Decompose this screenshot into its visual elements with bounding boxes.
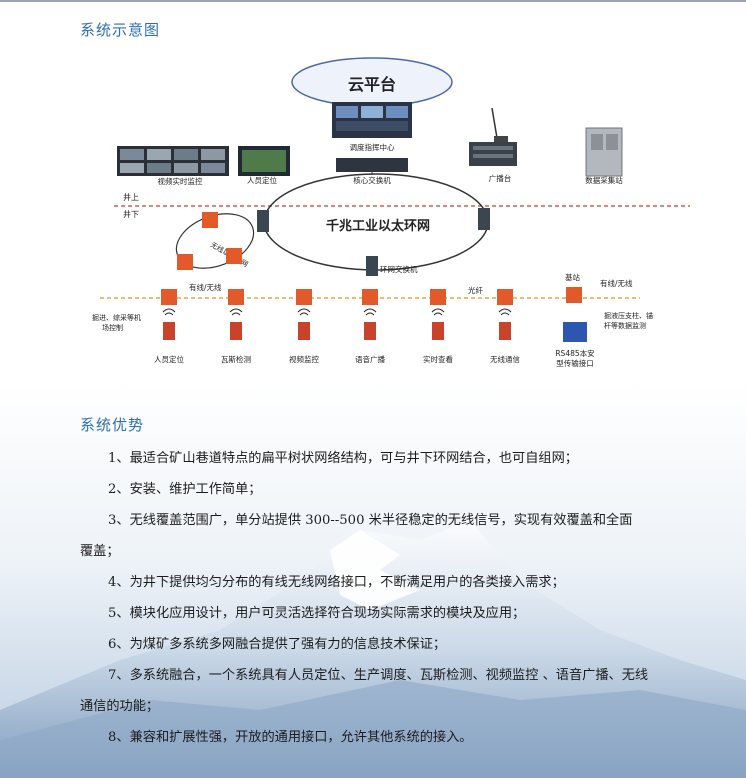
terminal-device bbox=[298, 322, 310, 340]
terminal-label: 人员定位 bbox=[154, 354, 184, 364]
left-note-line2: 场控制 bbox=[102, 323, 123, 332]
advantage-item-3: 3、无线覆盖范围广，单分站提供 300--500 米半径稳定的无线信号，实现有效… bbox=[108, 513, 633, 528]
wifi-icon bbox=[229, 308, 243, 316]
wifi-icon bbox=[431, 308, 445, 316]
advantage-item-7: 7、多系统融合，一个系统具有人员定位、生产调度、瓦斯检测、视频监控 、语音广播、… bbox=[108, 668, 649, 683]
terminal-row bbox=[162, 308, 587, 342]
terminal-label: 实时查看 bbox=[423, 354, 453, 364]
wifi-icon bbox=[498, 308, 512, 316]
terminal-label: 视频监控 bbox=[289, 354, 319, 364]
substation-device bbox=[362, 289, 378, 305]
left-note-line1: 掘进、综采等机 bbox=[92, 313, 141, 322]
rs485-interface-device bbox=[563, 322, 587, 342]
subring-device-right bbox=[226, 248, 242, 264]
advantage-item-5: 5、模块化应用设计，用户可灵活选择符合现场实际需求的模块及应用； bbox=[108, 606, 526, 621]
dispatch-center-screens bbox=[332, 102, 412, 138]
substation-device bbox=[497, 289, 513, 305]
personnel-location-screen bbox=[238, 146, 290, 176]
terminal-device bbox=[364, 322, 376, 340]
ring-switch-label: 环网交换机 bbox=[380, 264, 418, 274]
substation-device bbox=[161, 289, 177, 305]
substation-row bbox=[161, 287, 582, 305]
base-station-device bbox=[566, 287, 582, 303]
terminal-label: 语音广播 bbox=[355, 354, 385, 364]
advantage-item-4: 4、为井下提供均匀分布的有线无线网络接口，不断满足用户的各类接入需求； bbox=[108, 575, 565, 590]
terminal-device bbox=[499, 322, 511, 340]
subring-device-top bbox=[202, 212, 218, 228]
underground-label: 井下 bbox=[123, 209, 139, 219]
base-station-label: 基站 bbox=[565, 272, 580, 282]
terminal-device bbox=[230, 322, 242, 340]
ring-network-label: 千兆工业以太环网 bbox=[326, 218, 430, 234]
above-ground-label: 井上 bbox=[123, 192, 139, 202]
data-station-label: 数据采集站 bbox=[585, 175, 623, 185]
section-title-advantages: 系统优势 bbox=[80, 416, 145, 434]
system-diagram: 云平台 调度指挥中心 核心交换机 视频实时监控 人员定位 广播台 bbox=[92, 57, 690, 368]
wifi-icon bbox=[363, 308, 377, 316]
broadcast-label: 广播台 bbox=[489, 173, 512, 183]
ring-switch-right bbox=[478, 208, 490, 230]
rs485-label-line1: RS485本安 bbox=[555, 348, 595, 358]
core-switch-label: 核心交换机 bbox=[353, 175, 391, 185]
advantage-item-7-cont: 通信的功能； bbox=[80, 699, 160, 714]
ring-switch-left bbox=[257, 210, 269, 232]
cloud-platform-label: 云平台 bbox=[348, 75, 396, 94]
right-note-line2: 杆等数据监测 bbox=[604, 321, 646, 330]
ring-switch-bottom bbox=[366, 256, 378, 276]
core-switch-device bbox=[336, 158, 408, 172]
subring-device-left bbox=[177, 254, 193, 270]
substation-device bbox=[296, 289, 312, 305]
advantage-item-1: 1、最适合矿山巷道特点的扁平树状网络结构，可与井下环网结合，也可自组网； bbox=[108, 451, 578, 466]
substation-device bbox=[430, 289, 446, 305]
wired-wireless-right-label: 有线/无线 bbox=[600, 278, 633, 288]
terminal-device bbox=[432, 322, 444, 340]
data-station-cabinet bbox=[585, 127, 623, 177]
personnel-location-label: 人员定位 bbox=[247, 175, 277, 185]
terminal-device bbox=[163, 322, 175, 340]
terminal-label: 无线通信 bbox=[490, 354, 520, 364]
rs485-label-line2: 型传输接口 bbox=[556, 358, 594, 368]
top-border-line bbox=[0, 0, 746, 2]
dispatch-center-label: 调度指挥中心 bbox=[350, 142, 395, 152]
wired-wireless-left-label: 有线/无线 bbox=[189, 282, 222, 292]
snow-mountain-background bbox=[0, 380, 746, 778]
section-title-diagram: 系统示意图 bbox=[80, 21, 161, 39]
video-monitor-label: 视频实时监控 bbox=[158, 176, 203, 186]
advantage-item-8: 8、兼容和扩展性强，开放的通用接口，允许其他系统的接入。 bbox=[108, 730, 473, 745]
fiber-label: 光纤 bbox=[468, 285, 483, 295]
wifi-icon bbox=[162, 308, 176, 316]
terminal-label: 瓦斯检测 bbox=[221, 354, 251, 364]
advantage-item-2: 2、安装、维护工作简单； bbox=[108, 482, 262, 497]
substation-device bbox=[228, 289, 244, 305]
video-monitor-wall bbox=[117, 146, 229, 176]
wifi-icon bbox=[297, 308, 311, 316]
advantage-item-6: 6、为煤矿多系统多网融合提供了强有力的信息技术保证； bbox=[108, 637, 447, 652]
broadcast-station bbox=[469, 107, 517, 166]
advantage-item-3-cont: 覆盖； bbox=[80, 544, 120, 559]
right-note-line1: 掘液压支柱、锚 bbox=[604, 311, 653, 320]
